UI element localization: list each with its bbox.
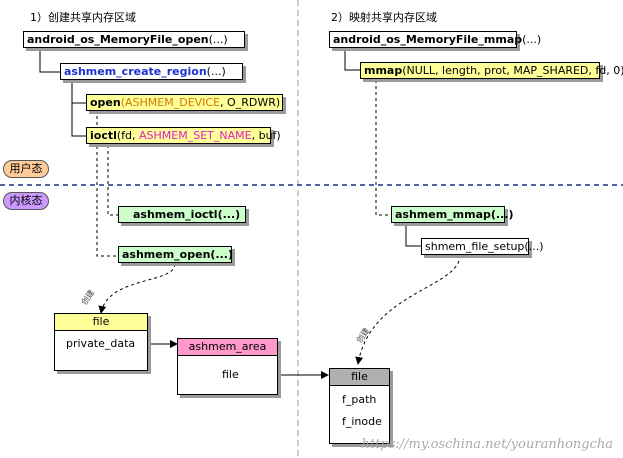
edge-mmap-to-ashmem-mmap [375,80,391,216]
create-region-name: ashmem_create_region [64,65,207,78]
ashmem-area-struct: ashmem_area file [177,338,278,395]
ioctl-call-rest: , buf) [251,129,281,142]
watermark-text: https://my.oschina.net/youranhongcha [361,437,613,452]
file-struct-right: file f_path f_inode [329,368,390,444]
shmem-file-setup-node: shmem_file_setup(...) [421,238,544,255]
ashmem-open-node: ashmem_open(...) [118,246,233,263]
f-path-field: f_path [342,393,377,406]
right-heading: 2）映射共享内存区域 [331,11,437,24]
edge-shmem-creates-file [355,254,461,365]
ashmem-mmap-node: ashmem_mmap(...) [391,206,514,223]
open-call-lp: ( [120,96,126,109]
memoryfile-open-node: android_os_MemoryFile_open(...) [23,31,245,48]
ioctl-call-node: ioctl(fd, ASHMEM_SET_NAME, buf) [86,127,281,144]
open-call-name: open [90,96,121,109]
memoryfile-mmap-node: android_os_MemoryFile_mmap(...) [329,31,541,48]
mmap-call-node: mmap(NULL, length, prot, MAP_SHARED, fd,… [360,62,623,79]
edge-create-region-to-open [71,80,86,104]
create-region-node: ashmem_create_region(...) [60,63,243,80]
f-inode-field: f_inode [342,415,382,428]
memoryfile-mmap-args: (...) [522,33,542,46]
edge-create-region-to-ioctl [71,103,86,137]
ashmem-area-title: ashmem_area [178,339,277,356]
open-call-rest: , O_RDWR) [220,96,281,109]
edge-open-to-ashmem-open [96,110,118,257]
memoryfile-open-args: (...) [208,33,228,46]
memoryfile-mmap-name: android_os_MemoryFile_mmap [333,33,523,46]
open-call-arg-device: ASHMEM_DEVICE [125,96,221,109]
edge-ioctl-to-ashmem-ioctl [107,145,118,216]
edge-mmap-wrapper-to-mmap [344,48,360,71]
ashmem-area-file-field: file [222,368,239,381]
left-heading: 1）创建共享内存区域 [30,11,136,24]
create-region-args: (...) [206,65,226,78]
ioctl-call-name: ioctl [90,129,117,142]
edge-ashmem-mmap-to-shmem [405,224,421,247]
edge-ashmem-open-creates-file [98,263,176,314]
user-mode-label: 用户态 [3,160,49,178]
ioctl-call-lp: (fd, [116,129,140,142]
file-struct-left-title: file [55,314,147,331]
mmap-call-args: (NULL, length, prot, MAP_SHARED, fd, 0) [402,64,623,77]
memoryfile-open-name: android_os_MemoryFile_open [27,33,209,46]
kernel-mode-label: 内核态 [3,192,49,210]
ioctl-call-arg-name: ASHMEM_SET_NAME [139,129,252,142]
file-struct-right-title: file [330,369,389,386]
file-struct-left: file private_data [54,313,148,371]
mmap-call-name: mmap [364,64,403,77]
private-data-field: private_data [66,337,136,350]
ashmem-ioctl-node: ashmem_ioctl(...) [118,206,246,223]
edge-open-to-create-region [39,48,60,73]
open-call-node: open(ASHMEM_DEVICE, O_RDWR) [86,94,283,111]
